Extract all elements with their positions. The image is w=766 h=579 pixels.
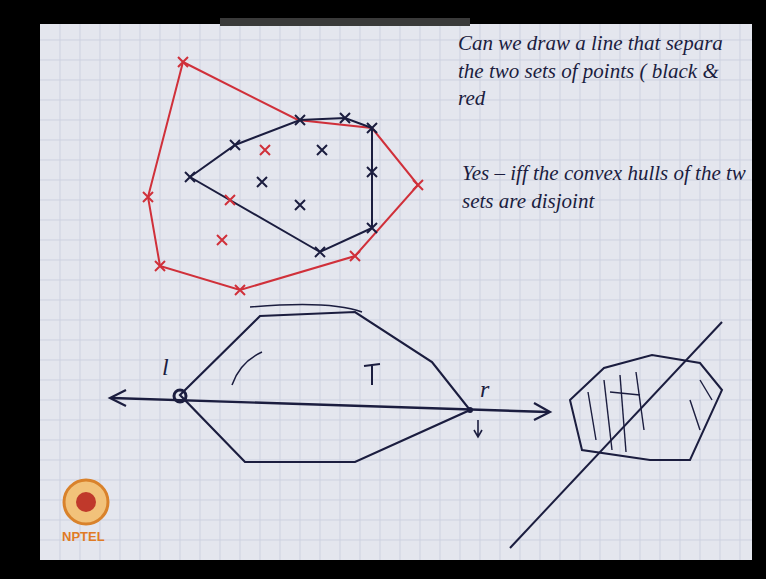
point-mark — [230, 140, 240, 150]
hull-polygon — [180, 312, 470, 462]
point-mark — [225, 195, 235, 205]
hatch-line — [588, 392, 596, 440]
grid-line — [40, 220, 752, 221]
hatch-line — [636, 372, 644, 430]
grid-line — [40, 200, 752, 201]
grid-line — [40, 420, 752, 421]
arrow-head — [110, 390, 126, 406]
grid-line — [40, 240, 752, 241]
grid-line — [40, 520, 752, 521]
down-marker — [474, 420, 482, 437]
grid-line — [40, 320, 752, 321]
grid-line — [40, 100, 752, 101]
point-mark — [317, 145, 327, 155]
point-mark — [367, 167, 377, 177]
point-mark — [295, 200, 305, 210]
cut-polygon — [570, 355, 722, 460]
paper — [40, 24, 752, 560]
black-hull — [190, 118, 372, 252]
point-l — [174, 390, 186, 402]
point-label: r — [480, 374, 489, 406]
grid-line — [40, 540, 752, 541]
point-mark — [350, 251, 360, 261]
answer-note: Yes – iff the convex hulls of the tw set… — [462, 160, 748, 215]
point-mark — [178, 57, 188, 67]
point-mark — [235, 285, 245, 295]
grid-line — [40, 160, 752, 161]
hatching — [588, 372, 712, 452]
hatch-line — [610, 392, 640, 395]
nptel-logo — [64, 480, 108, 524]
hatch-line — [700, 380, 712, 400]
point-mark — [217, 235, 227, 245]
point-label: l — [162, 352, 169, 384]
arrow-head — [534, 403, 550, 420]
point-mark — [367, 223, 377, 233]
watermark: NPTEL — [62, 528, 105, 545]
hatch-line — [690, 400, 700, 430]
point-mark — [155, 261, 165, 271]
up-marker — [364, 364, 380, 385]
point-mark — [257, 177, 267, 187]
clip — [220, 18, 470, 26]
question-note: Can we draw a line that separa the two s… — [458, 30, 748, 113]
point-mark — [260, 145, 270, 155]
grid-line — [40, 380, 752, 381]
scribble — [232, 352, 262, 385]
logo-core — [76, 492, 96, 512]
point-mark — [315, 247, 325, 257]
point-mark — [295, 115, 305, 125]
grid-line — [40, 300, 752, 301]
point-mark — [340, 113, 350, 123]
point-mark — [185, 172, 195, 182]
red-hull — [148, 62, 418, 290]
grid-line — [40, 280, 752, 281]
point-mark — [413, 180, 423, 190]
grid-line — [40, 140, 752, 141]
hatch-line — [620, 375, 626, 452]
logo-ring — [64, 480, 108, 524]
point-marks — [143, 57, 423, 295]
grid-line — [40, 440, 752, 441]
scribble — [250, 304, 362, 312]
cut-line — [510, 322, 722, 548]
grid-line — [40, 500, 752, 501]
grid-line — [40, 360, 752, 361]
grid-line — [40, 120, 752, 121]
grid — [40, 24, 752, 560]
point-mark — [143, 192, 153, 202]
point-mark — [367, 123, 377, 133]
point-r — [467, 407, 473, 413]
grid-line — [40, 260, 752, 261]
hatch-line — [604, 380, 612, 450]
grid-line — [40, 480, 752, 481]
